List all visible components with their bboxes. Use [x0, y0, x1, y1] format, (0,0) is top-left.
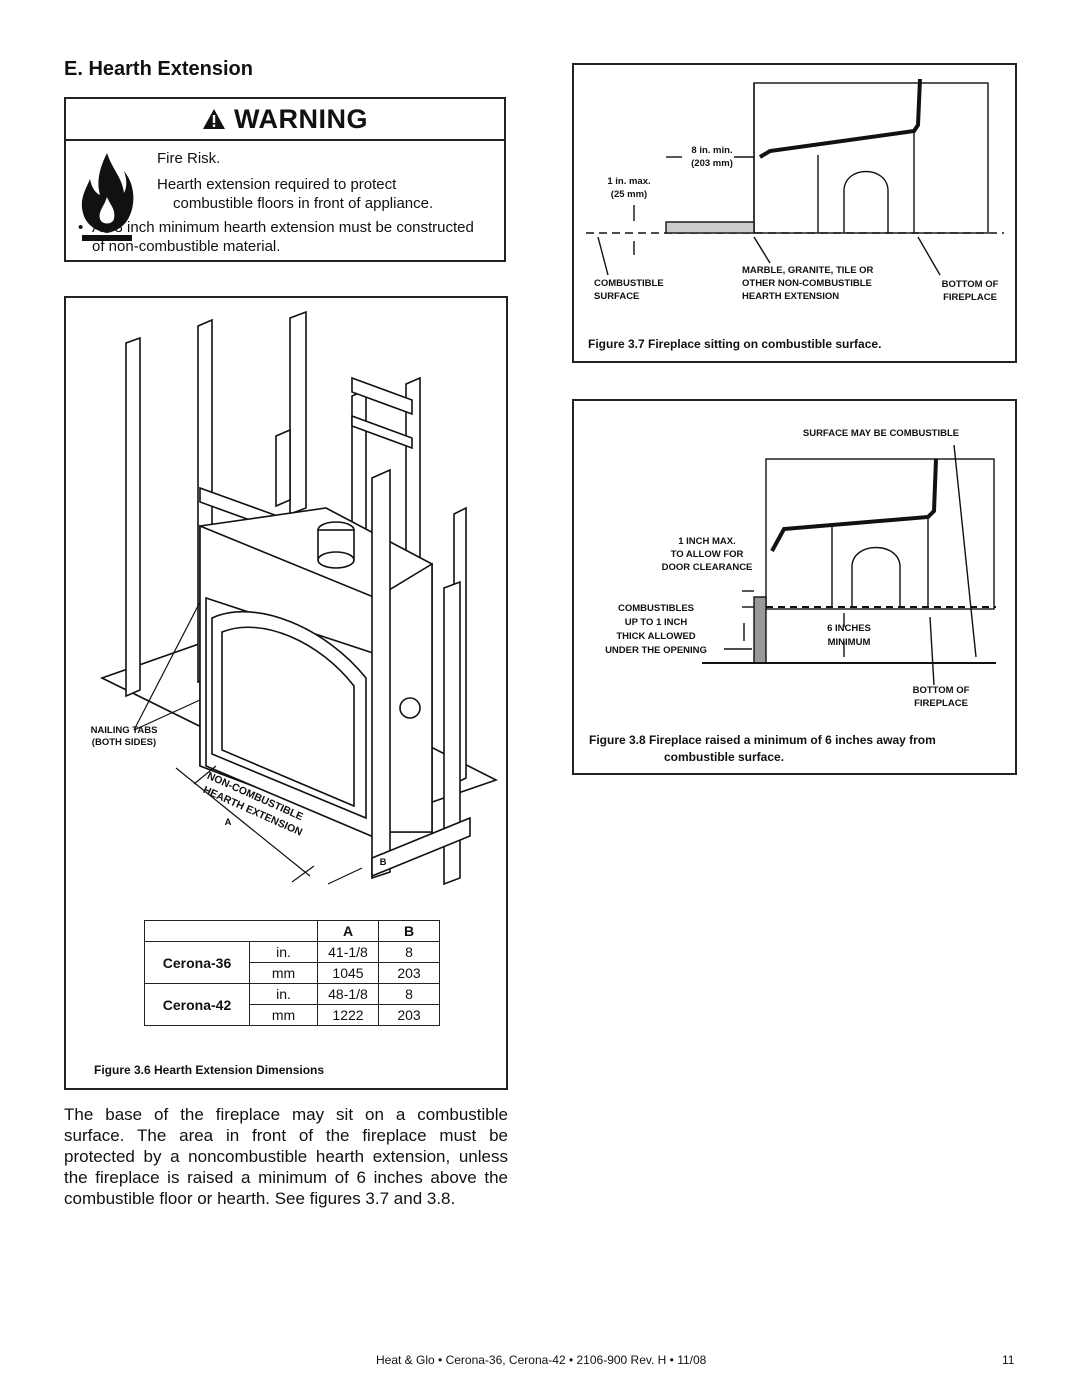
dim-b-label: B	[379, 857, 387, 868]
marble-line-2: OTHER NON-COMBUSTIBLE	[742, 278, 872, 289]
page-footer: Heat & Glo • Cerona-36, Cerona-42 • 2106…	[376, 1353, 707, 1367]
figure-3-7-caption: Figure 3.7 Fireplace sitting on combusti…	[588, 337, 882, 351]
warning-bullet-line-2: of non-combustible material.	[92, 238, 281, 255]
warning-title: WARNING	[234, 103, 368, 134]
unit-cell: in.	[249, 941, 318, 963]
figure-3-6-caption: Figure 3.6 Hearth Extension Dimensions	[94, 1063, 325, 1077]
page-number: 11	[1002, 1353, 1015, 1367]
warning-box: WARNING Fire Risk. Hearth extension requ…	[64, 97, 506, 262]
hearth-dimensions-table: A B Cerona-36 in. 41-1/8 8 mm 1045 203 C…	[144, 920, 440, 1026]
warning-bullet-line-1: An 8 inch minimum hearth extension must …	[92, 219, 474, 236]
mm-25-label: (25 mm)	[610, 189, 648, 200]
fireplace-framing-illustration	[99, 310, 499, 886]
fireplace-label-2: FIREPLACE	[914, 698, 968, 709]
combustibles-line-4: UNDER THE OPENING	[605, 645, 707, 656]
marble-line-1: MARBLE, GRANITE, TILE OR	[742, 265, 874, 276]
surface-combustible-label: SURFACE MAY BE COMBUSTIBLE	[802, 428, 960, 439]
section-title: E. Hearth Extension	[64, 58, 253, 80]
figure-3-6-box	[64, 296, 508, 1090]
table-header-blank	[144, 920, 318, 942]
body-paragraph: The base of the fireplace may sit on a c…	[64, 1105, 508, 1208]
value-a-cell: 41-1/8	[317, 941, 379, 963]
fireplace-label: FIREPLACE	[943, 292, 997, 303]
combustibles-line-2: UP TO 1 INCH	[624, 617, 688, 628]
warning-line-1: Fire Risk.	[157, 150, 221, 167]
fireplace-raised-diagram	[702, 444, 996, 686]
table-header-a: A	[317, 920, 379, 942]
value-a-cell: 1045	[317, 962, 379, 984]
figure-3-7-box	[572, 63, 1017, 363]
table-row: Cerona-36 in. 41-1/8 8	[144, 941, 440, 984]
figure-3-8-caption-line-1: Figure 3.8 Fireplace raised a minimum of…	[589, 733, 936, 747]
mm-203-label: (203 mm)	[691, 158, 733, 169]
value-b-cell: 203	[378, 962, 440, 984]
figure-3-8-caption-line-2: combustible surface.	[664, 750, 785, 764]
combustible-label: COMBUSTIBLE	[594, 278, 664, 289]
both-sides-label: (BOTH SIDES)	[91, 737, 157, 748]
unit-cell: in.	[249, 983, 318, 1005]
bottom-of-label-2: BOTTOM OF	[912, 685, 970, 696]
bottom-of-label: BOTTOM OF	[941, 279, 999, 290]
unit-cell: mm	[249, 962, 318, 984]
surface-label: SURFACE	[594, 291, 640, 302]
table-row: mm 1222 203	[145, 1004, 440, 1026]
value-b-cell: 8	[378, 983, 440, 1005]
warning-header: WARNING	[66, 99, 504, 141]
value-a-cell: 1222	[317, 1004, 379, 1026]
warning-triangle-icon	[203, 109, 225, 129]
value-b-cell: 203	[378, 1004, 440, 1026]
warning-line-2: Hearth extension required to protect	[157, 176, 397, 193]
warning-line-3: combustible floors in front of appliance…	[173, 195, 434, 212]
combustibles-line-1: COMBUSTIBLES	[618, 603, 694, 614]
value-b-cell: 8	[378, 941, 440, 963]
figure-3-8-box	[572, 399, 1017, 775]
warning-bullet: •	[78, 219, 84, 236]
table-row: Cerona-42 in. 48-1/8 8	[144, 983, 440, 1026]
value-a-cell: 48-1/8	[317, 983, 379, 1005]
nailing-tabs-label: NAILING TABS	[90, 725, 158, 736]
min-8-label: 8 in. min.	[691, 145, 733, 156]
flame-icon	[81, 153, 134, 241]
model-cell: Cerona-36	[144, 941, 250, 984]
fireplace-on-combustible-diagram	[586, 78, 1004, 276]
table-header-b: B	[378, 920, 440, 942]
combustibles-line-3: THICK ALLOWED	[616, 631, 696, 642]
six-inches-label: 6 INCHES	[827, 623, 871, 634]
marble-line-3: HEARTH EXTENSION	[742, 291, 840, 302]
unit-cell: mm	[249, 1004, 318, 1026]
door-clearance-label: DOOR CLEARANCE	[661, 562, 753, 573]
minimum-label: MINIMUM	[827, 637, 871, 648]
inch-max-label: 1 INCH MAX.	[678, 536, 736, 547]
table-header-row: A B	[144, 920, 440, 942]
model-cell: Cerona-42	[144, 983, 250, 1026]
allow-for-label: TO ALLOW FOR	[670, 549, 744, 560]
dim-a-label: A	[224, 817, 232, 828]
max-1-label: 1 in. max.	[607, 176, 651, 187]
